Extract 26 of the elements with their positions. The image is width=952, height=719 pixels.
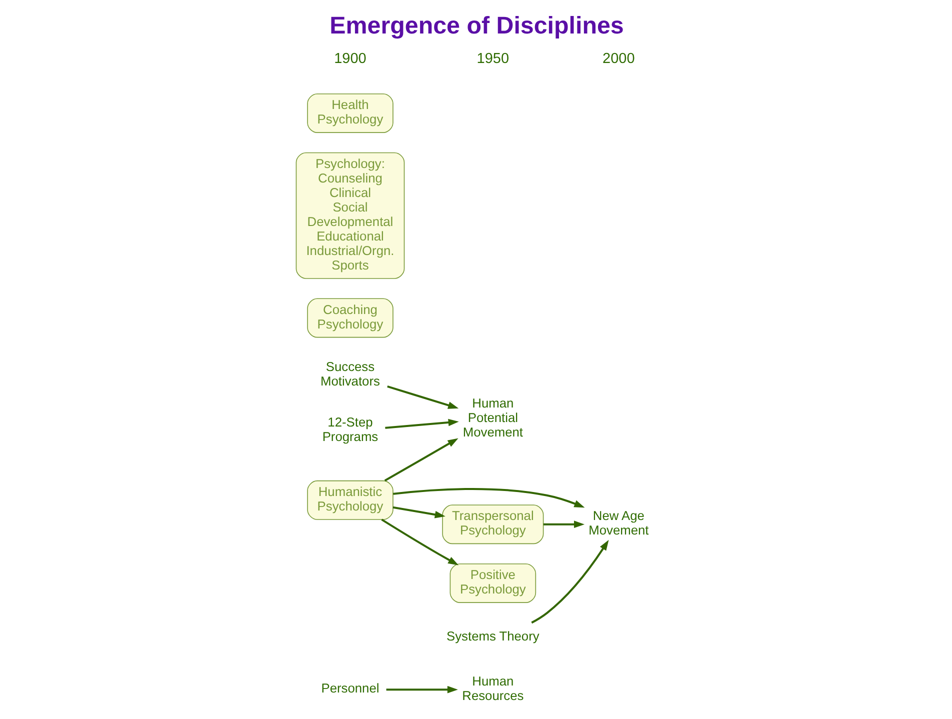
- node-text: New Age Movement: [588, 508, 649, 538]
- diagram-title: Emergence of Disciplines: [330, 12, 624, 40]
- arrow: [385, 418, 459, 429]
- node-box: Transpersonal Psychology: [442, 504, 544, 544]
- node-text: Success Motivators: [320, 359, 380, 389]
- node-text: Human Resources: [462, 673, 524, 703]
- label: 2000: [602, 50, 635, 67]
- node-box: Positive Psychology: [450, 563, 536, 603]
- arrow: [544, 520, 585, 528]
- node-text: 12-Step Programs: [322, 414, 378, 444]
- node-text: Human Potential Movement: [462, 395, 523, 440]
- arrow: [381, 518, 459, 566]
- arrow: [392, 506, 446, 518]
- node-box: Health Psychology: [307, 93, 394, 133]
- arrow: [531, 540, 609, 624]
- node-text: Systems Theory: [446, 628, 540, 644]
- arrow: [387, 385, 459, 409]
- label: 1950: [476, 50, 510, 67]
- node-box: Humanistic Psychology: [307, 480, 394, 520]
- arrow: [384, 438, 458, 482]
- arrow: [393, 488, 585, 508]
- label: 1900: [334, 50, 366, 67]
- node-text: Personnel: [321, 680, 380, 696]
- arrow: [386, 686, 458, 694]
- node-box: Psychology: Counseling Clinical Social Developmental Educational Industrial/Orgn. Sports: [296, 152, 405, 279]
- node-box: Coaching Psychology: [307, 298, 394, 338]
